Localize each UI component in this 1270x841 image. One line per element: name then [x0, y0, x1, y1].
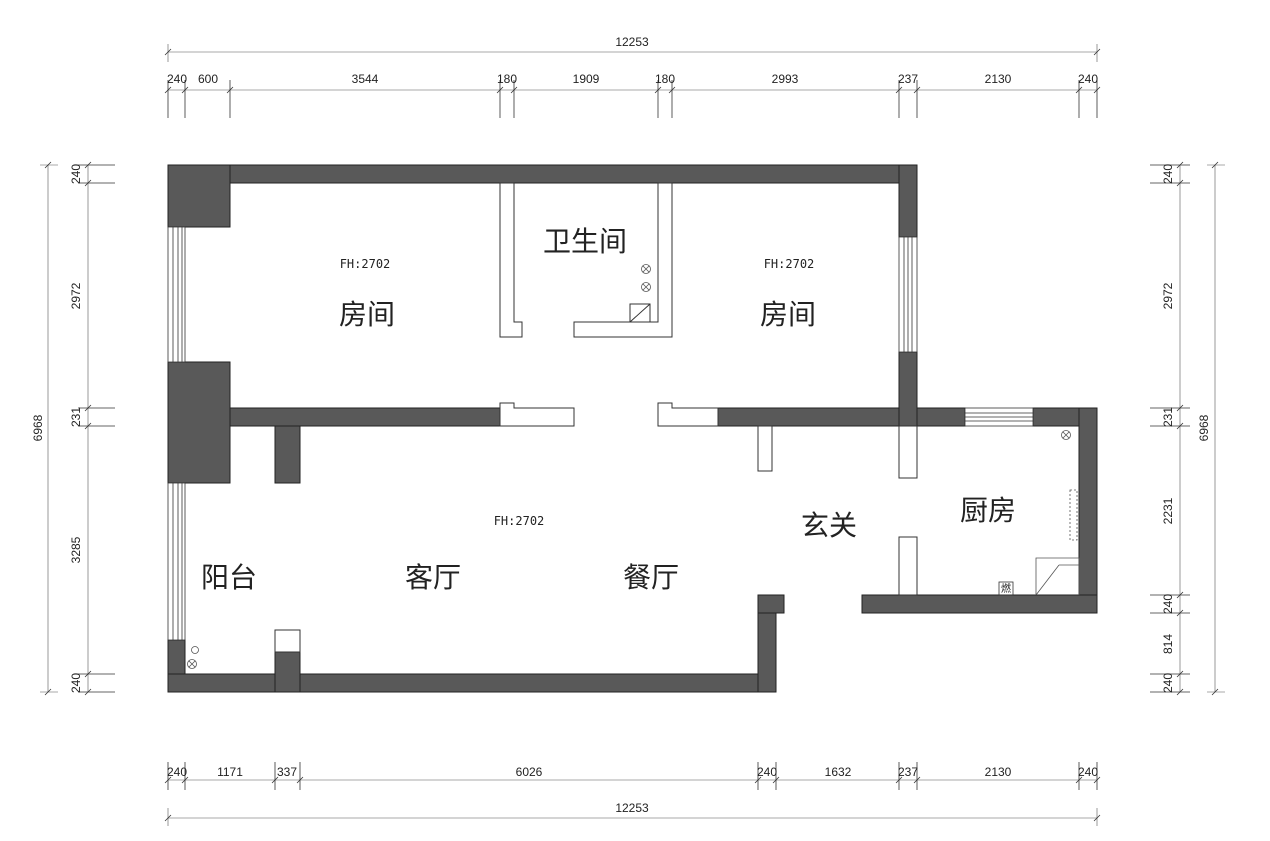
- bottom-dim-segment: 2130: [985, 765, 1012, 779]
- top-dim-segment: 2993: [772, 72, 799, 86]
- floor-height-bedroom-right: FH:2702: [764, 257, 815, 271]
- floor-drain-icon: [191, 646, 199, 654]
- left-dim-segment: 2972: [69, 282, 83, 309]
- room-labels: FH:2702 房间 卫生间 FH:2702 房间 FH:2702 阳台 客厅 …: [201, 225, 1016, 594]
- right-dim-segment: 240: [1161, 594, 1175, 614]
- top-dim-segment: 180: [497, 72, 517, 86]
- gas-meter-label: 燃: [1001, 582, 1011, 595]
- window-balcony: [167, 482, 186, 641]
- middle-wall-stub-left: [499, 402, 575, 427]
- dining-right-wall-stub: [757, 594, 785, 614]
- bedroom-right-wall-upper: [898, 164, 918, 238]
- bottom-dim-segment: 1171: [217, 765, 243, 779]
- top-dim-segment: 237: [898, 72, 918, 86]
- top-total-dimension: 12253: [615, 35, 649, 49]
- floor-height-living: FH:2702: [494, 514, 545, 528]
- windows: [167, 226, 1034, 641]
- corner-pillar-top-left: [167, 164, 231, 228]
- left-pillar-block: [167, 361, 231, 484]
- balcony-bottom-pillar: [274, 651, 301, 693]
- bottom-dim-segment: 337: [277, 765, 297, 779]
- bedroom-right-wall-lower: [898, 351, 918, 427]
- kitchen-wall-cabinet: [1069, 489, 1078, 541]
- room-label-balcony: 阳台: [201, 561, 257, 594]
- kitchen-counter-diagonal: [1035, 564, 1060, 596]
- room-label-kitchen: 厨房: [960, 494, 1016, 527]
- bottom-dim-segment: 1632: [825, 765, 852, 779]
- left-dim-segment: 231: [69, 407, 83, 427]
- right-dim-segment: 231: [1161, 407, 1175, 427]
- left-total-dimension: 6968: [31, 414, 45, 441]
- bathroom-right-partition: [573, 182, 673, 338]
- middle-wall-left: [229, 407, 501, 427]
- kitchen-counter: [1035, 557, 1080, 595]
- top-dimension-chain: 12253 240 600 3544 180 1909 180: [164, 35, 1101, 118]
- kitchen-partition-upper: [898, 425, 918, 479]
- room-label-bedroom-left: 房间: [339, 298, 395, 331]
- floor-height-bedroom-left: FH:2702: [340, 257, 391, 271]
- top-dim-segment: 240: [167, 72, 187, 86]
- middle-wall-right: [717, 407, 966, 427]
- partitions: [274, 182, 918, 653]
- kitchen-partition-lower: [898, 536, 918, 596]
- gas-meter-icon: [998, 581, 1014, 596]
- kitchen-bottom-wall: [861, 594, 1098, 614]
- entry-partition-left: [757, 425, 773, 472]
- balcony-cabinet: [274, 629, 301, 653]
- left-dimension-chain: 6968 240 2972 231 3285 240: [31, 161, 115, 696]
- bottom-dim-segment: 240: [757, 765, 777, 779]
- bottom-dimension-chain: 240 1171 337 6026 240 1632 237 2130 240 …: [164, 762, 1101, 826]
- top-dim-segment: 3544: [352, 72, 379, 86]
- walls: [167, 164, 1098, 693]
- right-dim-segment: 240: [1161, 164, 1175, 184]
- top-dim-segment: 240: [1078, 72, 1098, 86]
- room-label-dining: 餐厅: [623, 561, 679, 594]
- floor-drain-icon: [187, 659, 197, 669]
- left-dim-segment: 3285: [69, 536, 83, 563]
- room-label-bathroom: 卫生间: [543, 225, 627, 258]
- shower-tray-diagonal: [629, 303, 651, 323]
- window-bedroom-left: [167, 226, 186, 363]
- right-dim-segment: 2972: [1161, 282, 1175, 309]
- right-dimension-chain: 240 2972 231 2231 240 814 240 6968: [1150, 161, 1225, 696]
- bottom-outer-wall: [167, 673, 777, 693]
- room-label-entry: 玄关: [801, 509, 857, 542]
- bottom-dim-segment: 237: [898, 765, 918, 779]
- top-dim-segment: 1909: [573, 72, 600, 86]
- room-label-living: 客厅: [405, 561, 461, 594]
- top-outer-wall: [167, 164, 918, 184]
- shower-tray: [629, 303, 651, 323]
- top-dim-segment: 2130: [985, 72, 1012, 86]
- right-dim-segment: 814: [1161, 634, 1175, 654]
- bottom-dim-segment: 6026: [516, 765, 543, 779]
- bottom-dim-segment: 240: [1078, 765, 1098, 779]
- fixtures: [187, 264, 1080, 669]
- bathroom-left-partition: [499, 182, 523, 338]
- kitchen-right-wall: [1078, 407, 1098, 614]
- right-dim-segment: 240: [1161, 673, 1175, 693]
- floor-drain-icon: [641, 282, 651, 292]
- top-dim-segment: 600: [198, 72, 218, 86]
- middle-pillar: [274, 425, 301, 484]
- right-dim-segment: 2231: [1161, 497, 1175, 524]
- right-total-dimension: 6968: [1197, 414, 1211, 441]
- floor-drain-icon: [641, 264, 651, 274]
- middle-wall-stub-right: [657, 402, 719, 427]
- bottom-total-dimension: 12253: [615, 801, 649, 815]
- left-dim-segment: 240: [69, 164, 83, 184]
- floor-drain-icon: [1061, 430, 1071, 440]
- top-dim-segment: 180: [655, 72, 675, 86]
- left-dim-segment: 240: [69, 673, 83, 693]
- room-label-bedroom-right: 房间: [760, 298, 816, 331]
- bottom-dim-segment: 240: [167, 765, 187, 779]
